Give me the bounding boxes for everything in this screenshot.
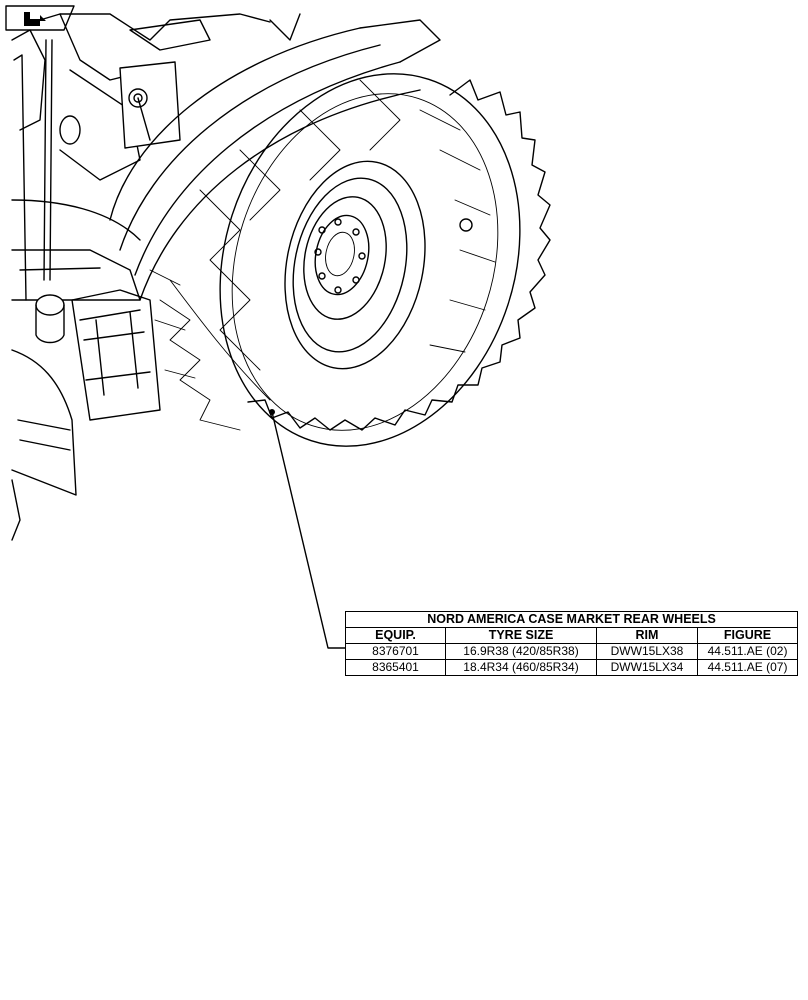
table-row: 8376701 16.9R38 (420/85R38) DWW15LX38 44… — [345, 643, 799, 660]
orientation-icon — [5, 5, 75, 31]
cell-figure: 44.511.AE (02) — [696, 643, 799, 660]
tractor-body — [11, 13, 441, 541]
wheel-rim — [284, 160, 426, 370]
table-header-row: EQUIP. TYRE SIZE RIM FIGURE — [345, 627, 799, 644]
table-title-row: NORD AMERICA CASE MARKET REAR WHEELS — [344, 611, 799, 628]
cell-equip: 8376701 — [345, 643, 446, 660]
leader-line — [269, 409, 346, 649]
table-row: 8365401 18.4R34 (460/85R34) DWW15LX34 44… — [345, 659, 799, 676]
cell-tyre-size: 18.4R34 (460/85R34) — [445, 659, 597, 676]
cell-figure: 44.511.AE (07) — [696, 659, 799, 676]
table-title: NORD AMERICA CASE MARKET REAR WHEELS — [344, 611, 799, 628]
cell-tyre-size: 16.9R38 (420/85R38) — [445, 643, 597, 660]
rear-wheels-spec-table: NORD AMERICA CASE MARKET REAR WHEELS EQU… — [344, 611, 799, 676]
cell-rim: DWW15LX34 — [596, 659, 698, 676]
column-header-figure: FIGURE — [696, 627, 799, 644]
column-header-equip: EQUIP. — [345, 627, 446, 644]
cell-equip: 8365401 — [345, 659, 446, 676]
column-header-tyre-size: TYRE SIZE — [445, 627, 597, 644]
column-header-rim: RIM — [596, 627, 698, 644]
rear-tyre — [149, 73, 551, 447]
cell-rim: DWW15LX38 — [596, 643, 698, 660]
